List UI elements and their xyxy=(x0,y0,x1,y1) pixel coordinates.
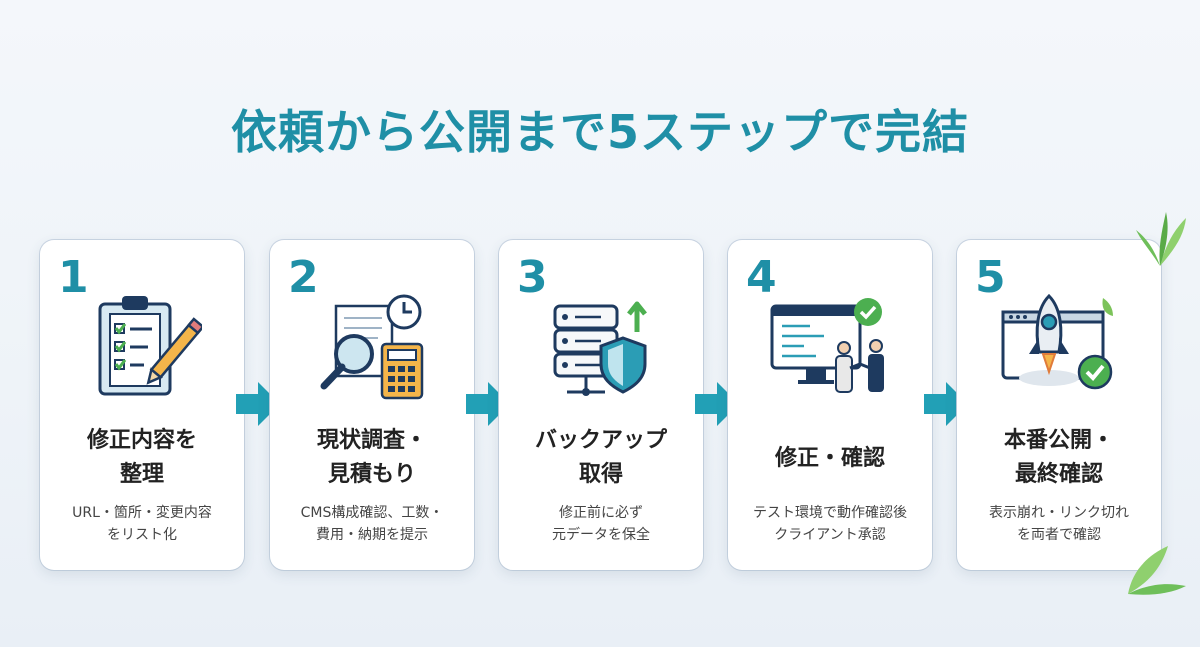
step-card-3: 3 バックアップ取得 修正前に必ず元データを保全 xyxy=(499,240,703,570)
step-card-1: 1 修正内容を整理 URL・箇所・変更内容をリスト化 xyxy=(40,240,244,570)
page-title: 依頼から公開まで5ステップで完結 xyxy=(230,105,969,159)
clipboard-checklist-icon xyxy=(98,296,202,396)
step-number: 5 xyxy=(975,252,1006,303)
step-number: 2 xyxy=(288,252,319,303)
rocket-launch-icon xyxy=(1001,293,1113,390)
step-description: テスト環境で動作確認後クライアント承認 xyxy=(753,505,907,543)
step-number: 3 xyxy=(517,252,548,303)
step-title: 現状調査・見積もり xyxy=(316,428,427,487)
monitor-handshake-icon xyxy=(770,298,884,393)
step-number: 4 xyxy=(746,252,777,303)
step-card-5: 5 本番公開・最終確認 表示崩れ・リンク切れを両者で確認 xyxy=(957,240,1161,570)
step-description: URL・箇所・変更内容をリスト化 xyxy=(72,505,212,543)
database-shield-icon xyxy=(553,301,647,396)
magnifier-calculator-icon xyxy=(320,294,424,400)
step-title: 本番公開・最終確認 xyxy=(1003,428,1114,487)
step-description: 修正前に必ず元データを保全 xyxy=(552,505,650,543)
step-title: バックアップ取得 xyxy=(534,428,667,487)
arrow-right-icon xyxy=(236,382,280,426)
leaf-decoration-icon xyxy=(1128,546,1186,595)
step-title: 修正内容を整理 xyxy=(86,428,197,487)
step-card-4: 4 修正・確認 テスト環境で動作確認後クライアント承認 xyxy=(728,240,932,570)
step-description: 表示崩れ・リンク切れを両者で確認 xyxy=(989,505,1129,543)
step-number: 1 xyxy=(58,252,89,303)
step-card-2: 2 現状調査・見積もり CMS構成確認、工数・費用・納期を提示 xyxy=(270,240,474,570)
leaf-decoration-icon xyxy=(1136,212,1186,266)
step-description: CMS構成確認、工数・費用・納期を提示 xyxy=(300,505,444,543)
step-title: 修正・確認 xyxy=(774,446,885,471)
